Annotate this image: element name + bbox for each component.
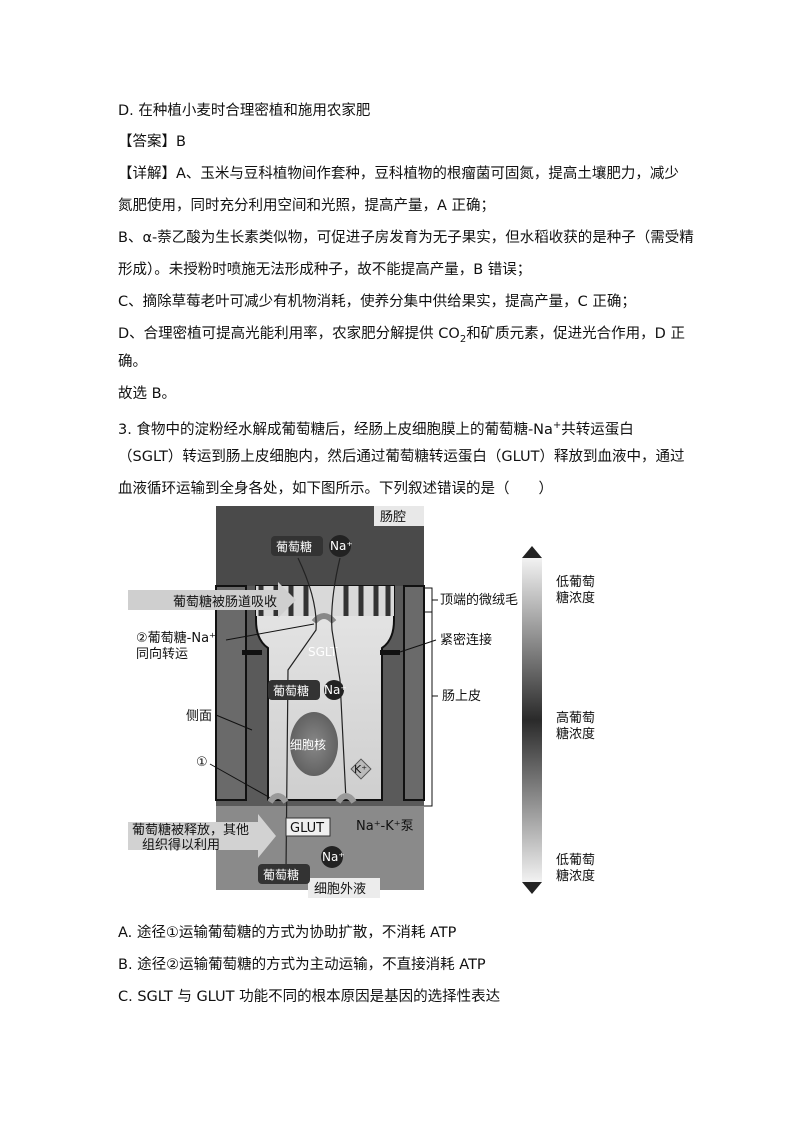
- explanation-line-4: 形成）。未授粉时喷施无法形成种子，故不能提高产量，B 错误；: [118, 262, 532, 278]
- k-diamond: [350, 758, 372, 780]
- extracellular-label-box: [308, 878, 380, 898]
- cotransport-pointer: [225, 623, 315, 641]
- lumen-label-box: [374, 506, 424, 526]
- co2-subscript: 2: [459, 333, 467, 345]
- intestinal-cell-figure: 肠腔 细胞外液 葡萄糖 Na⁺ 葡萄糖被肠道吸收 SGLT ②葡萄糖-Na⁺ 同…: [118, 500, 678, 900]
- glucose-top-label: 葡萄糖: [276, 539, 312, 554]
- sglt-label: SGLT: [308, 645, 338, 659]
- microvilli-label: 顶端的微绒毛: [440, 592, 518, 608]
- bracket-epithelium: [424, 587, 438, 807]
- question-3-line-1b: 共转运蛋白: [561, 421, 634, 438]
- na-path: [331, 557, 347, 801]
- released-label-2: 组织得以利用: [142, 837, 220, 853]
- pump-label: Na⁺-K⁺泵: [356, 819, 414, 834]
- lumen-label: 肠腔: [380, 510, 406, 525]
- released-arrow: [128, 814, 276, 858]
- extracellular-label: 细胞外液: [314, 882, 366, 897]
- epithelium-label: 肠上皮: [442, 689, 481, 704]
- choose-line: 故选 B。: [118, 386, 177, 402]
- na-bottom-circle: [321, 846, 343, 868]
- explanation-line-7: 确。: [118, 354, 147, 370]
- low-bottom-label-2: 糖浓度: [556, 868, 595, 884]
- question-3-line-1a: 3. 食物中的淀粉经水解成葡萄糖后，经肠上皮细胞膜上的葡萄糖-Na: [118, 421, 553, 438]
- absorbed-label: 葡萄糖被肠道吸收: [173, 594, 277, 610]
- na-top-circle: [329, 535, 351, 557]
- bracket-microvilli: [424, 587, 438, 613]
- side-pointer: [215, 714, 253, 731]
- explanation-line-6b: 和矿质元素，促进光合作用，D 正: [466, 326, 685, 342]
- question-3-line-2: （SGLT）转运到肠上皮细胞内，然后通过葡萄糖转运蛋白（GLUT）释放到血液中，…: [118, 449, 685, 465]
- path-1-label: ①: [196, 755, 208, 770]
- na-mid-label: Na⁺: [324, 683, 347, 697]
- option-d-previous: D. 在种植小麦时合理密植和施用农家肥: [118, 103, 371, 119]
- k-label: K⁺: [354, 763, 367, 776]
- low-top-label-2: 糖浓度: [556, 590, 595, 606]
- answer-line: 【答案】B: [118, 134, 186, 150]
- cotransport-label-1: ②葡萄糖-Na⁺: [136, 630, 216, 646]
- glucose-mid-box: [268, 680, 320, 700]
- explanation-line-1: 【详解】A、玉米与豆科植物间作套种，豆科植物的根瘤菌可固氮，提高土壤肥力，减少: [118, 166, 679, 182]
- high-label-1: 高葡萄: [556, 710, 595, 726]
- tight-junction-left: [242, 650, 262, 655]
- option-c: C. SGLT 与 GLUT 功能不同的根本原因是基因的选择性表达: [118, 989, 501, 1005]
- glucose-mid-label: 葡萄糖: [273, 683, 309, 698]
- tight-junction-label: 紧密连接: [440, 632, 492, 648]
- left-cell: [215, 585, 247, 801]
- tight-junction-right: [380, 650, 400, 655]
- glut-box: [285, 817, 331, 837]
- na-superscript: +: [552, 420, 562, 431]
- glucose-bottom-label: 葡萄糖: [263, 867, 299, 882]
- glut-label: GLUT: [290, 821, 324, 836]
- explanation-line-6a: D、合理密植可提高光能利用率，农家肥分解提供 CO: [118, 326, 460, 342]
- right-cell: [403, 585, 425, 801]
- glut-transporter: [267, 793, 289, 804]
- path-1-pointer: [209, 763, 275, 801]
- question-3-line-3: 血液循环运输到全身各处，如下图所示。下列叙述错误的是（ ）: [118, 481, 553, 497]
- glucose-bottom-box: [258, 864, 310, 884]
- side-label: 侧面: [186, 709, 212, 724]
- nucleus: [290, 712, 338, 776]
- absorbed-arrow: [128, 582, 296, 618]
- na-bottom-label: Na⁺: [322, 850, 345, 864]
- released-label-1: 葡萄糖被释放，其他: [132, 822, 249, 838]
- cotransport-label-2: 同向转运: [136, 646, 188, 662]
- na-mid-circle: [324, 680, 344, 700]
- question-3-line-1: 3. 食物中的淀粉经水解成葡萄糖后，经肠上皮细胞膜上的葡萄糖-Na+共转运蛋白: [118, 416, 634, 440]
- low-top-label-1: 低葡萄: [556, 575, 595, 590]
- glucose-top-box: [271, 536, 323, 556]
- low-bottom-label-1: 低葡萄: [556, 853, 595, 868]
- glucose-path: [285, 557, 317, 871]
- explanation-line-2: 氮肥使用，同时充分利用空间和光照，提高产量，A 正确；: [118, 198, 496, 214]
- explanation-line-3: B、α-萘乙酸为生长素类似物，可促进子房发育为无子果实，但水稻收获的是种子（需受…: [118, 230, 694, 246]
- high-label-2: 糖浓度: [556, 726, 595, 742]
- explanation-line-5: C、摘除草莓老叶可减少有机物消耗，使养分集中供给果实，提高产量，C 正确；: [118, 294, 636, 310]
- pump-transporter: [335, 793, 357, 804]
- nucleus-label: 细胞核: [290, 738, 326, 752]
- option-b: B. 途径②运输葡萄糖的方式为主动运输，不直接消耗 ATP: [118, 957, 486, 973]
- na-top-label: Na⁺: [330, 539, 353, 553]
- explanation-line-6: D、合理密植可提高光能利用率，农家肥分解提供 CO2和矿质元素，促进光合作用，D…: [118, 324, 685, 350]
- option-a: A. 途径①运输葡萄糖的方式为协助扩散，不消耗 ATP: [118, 925, 457, 941]
- gradient-bar: [522, 558, 542, 882]
- tight-junction-pointer: [399, 639, 437, 653]
